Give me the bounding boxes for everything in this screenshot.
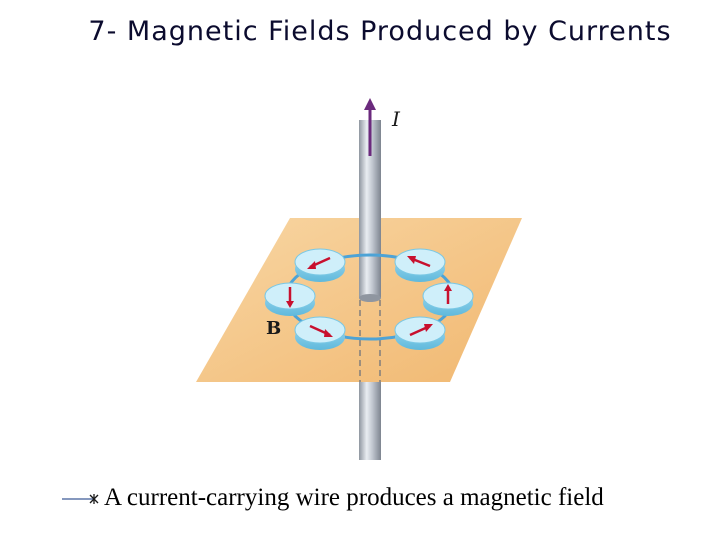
magnetic-field-figure: I B (180, 90, 540, 465)
wire-upper (359, 120, 381, 298)
bullet-arrow-icon (62, 494, 99, 504)
compass-needle-icon (294, 248, 346, 282)
bullet-text: A current-carrying wire produces a magne… (104, 484, 604, 511)
current-label: I (391, 107, 401, 131)
field-label: B (266, 318, 281, 339)
compass-needle-icon (264, 282, 316, 316)
compass-needle-icon (294, 316, 346, 350)
slide-title: 7- Magnetic Fields Produced by Currents (88, 16, 672, 47)
compass-needle-icon (394, 248, 446, 282)
wire-lower (359, 382, 381, 460)
bullet-item: A current-carrying wire produces a magne… (60, 478, 700, 518)
compass-needle-icon (394, 316, 446, 350)
compass-needle-icon (422, 282, 474, 316)
